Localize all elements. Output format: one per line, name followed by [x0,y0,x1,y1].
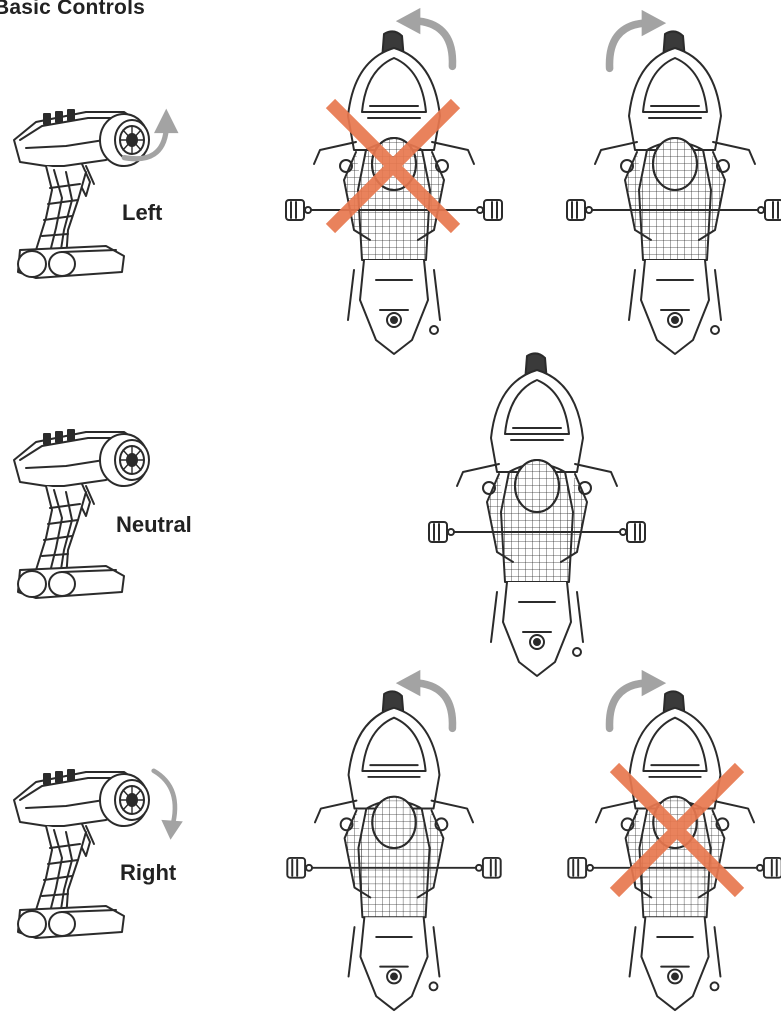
row-label-neutral: Neutral [116,512,192,538]
wrong-mark-2 [604,760,750,900]
arrow-counterclockwise-icon [388,6,464,72]
page-title: Basic Controls [0,0,145,20]
wrong-mark-1 [320,96,466,236]
arrow-counterclockwise-icon [112,100,182,168]
turn-arrow-ccw-2 [388,668,464,734]
remote-transmitter-icon [6,420,186,600]
motorcycle-top-view-icon [427,352,647,682]
transmitter-neutral [6,420,186,600]
arrow-clockwise-icon [598,8,674,74]
wheel-turn-indicator-right [146,762,192,844]
motorcycle-left-cw [565,30,781,360]
x-cross-icon [604,760,750,900]
turn-arrow-cw-1 [598,8,674,74]
motorcycle-top-view-icon [565,30,781,360]
wheel-turn-indicator-left [112,100,182,168]
x-cross-icon [320,96,466,236]
arrow-clockwise-icon [598,668,674,734]
motorcycle-neutral [427,352,647,682]
motorcycle-right-ccw [284,690,504,1016]
turn-arrow-cw-2 [598,668,674,734]
row-label-left: Left [122,200,162,226]
arrow-clockwise-icon [146,762,192,844]
turn-arrow-ccw-1 [388,6,464,72]
motorcycle-top-view-icon [284,690,504,1016]
row-label-right: Right [120,860,176,886]
arrow-counterclockwise-icon [388,668,464,734]
